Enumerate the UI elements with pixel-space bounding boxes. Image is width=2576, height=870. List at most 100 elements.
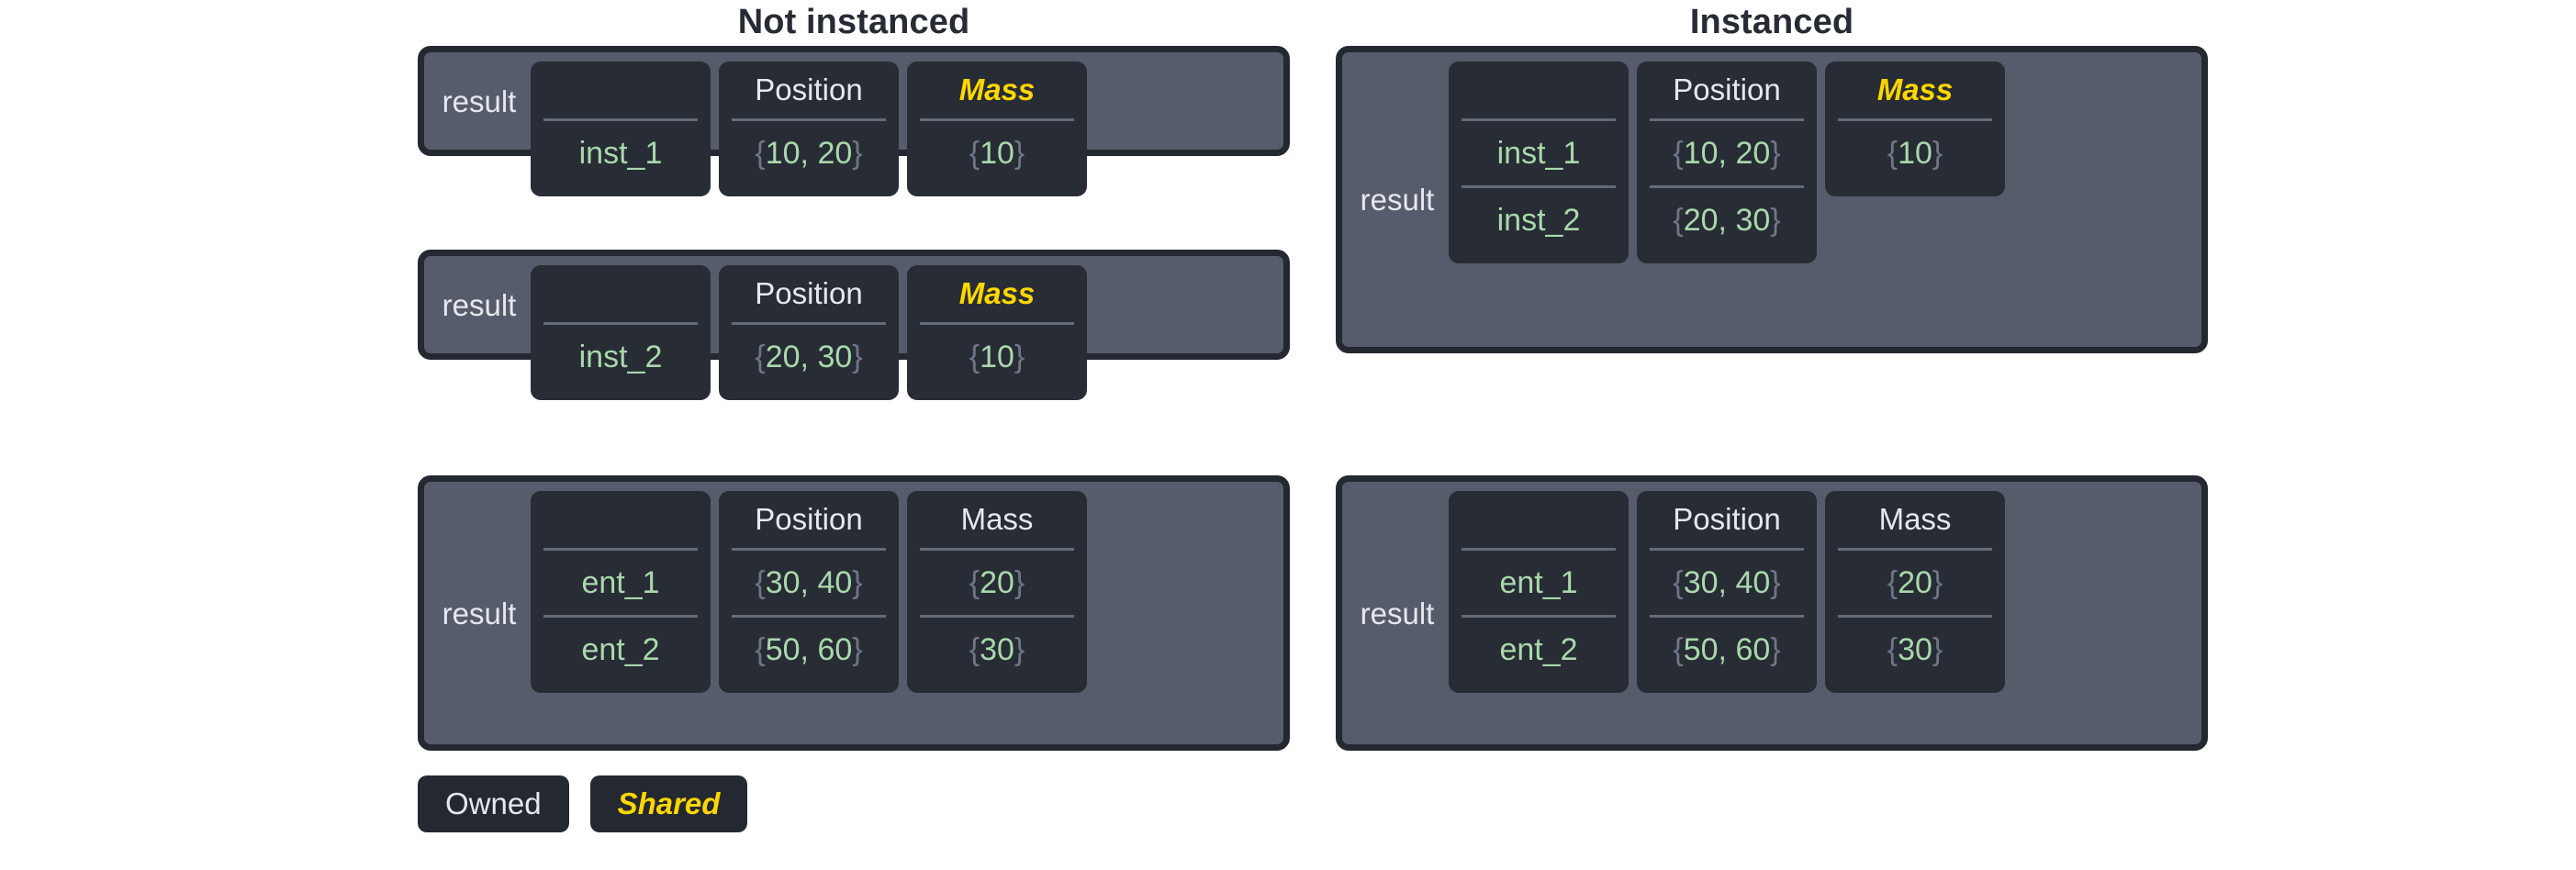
cell-name-text: ent_1 [1499,565,1578,600]
brace-open: { [1673,632,1684,667]
position-comma: , [1718,203,1727,238]
brace-close: } [1770,565,1781,600]
column-header-mass: Mass [960,502,1034,536]
brace-close: } [1770,632,1781,667]
brace-close: } [1770,203,1781,238]
cell-name-text: ent_2 [581,632,660,667]
column-header-mass: Mass [1876,72,1954,106]
column-card-name: ent_1 ent_2 [531,491,711,693]
cell-name-text: inst_2 [1496,203,1581,238]
column-card-position: Position {30, 40} {50, 60} [1637,491,1817,693]
cell-mass: {10} [920,118,1074,185]
cell-mass: {20} [1838,548,1992,615]
brace-open: { [755,632,766,667]
column-card-position: Position {20, 30} [719,265,899,400]
position-comma: , [1718,565,1727,600]
mass-value: 30 [980,632,1014,667]
position-comma: , [1718,136,1727,171]
position-x: 30 [1683,565,1719,600]
panel-not-instanced-inst1: result inst_1 Position {10, 20} Mass {10… [418,46,1290,196]
brace-close: } [1014,136,1025,171]
cell-position: {10, 20} [1650,118,1804,185]
brace-close: } [1014,565,1025,600]
cell-name-text: inst_1 [578,136,663,171]
column-header-name [1462,491,1616,548]
column-not-instanced: Not instanced [418,0,1290,42]
cell-mass: {30} [1838,615,1992,682]
brace-close: } [1014,632,1025,667]
position-y: 30 [1735,203,1771,238]
brace-close: } [852,136,863,171]
cell-position: {50, 60} [1650,615,1804,682]
column-header-position: Position [1673,502,1781,536]
brace-close: } [1932,632,1943,667]
cell-mass: {10} [1838,118,1992,185]
cell-position: {20, 30} [732,322,886,389]
column-header-mass: Mass [958,276,1036,310]
position-y: 30 [817,340,853,374]
result-label: result [442,84,517,118]
position-x: 20 [765,340,801,374]
cell-name: inst_2 [543,322,698,389]
result-label: result [1360,183,1435,217]
column-title-instanced: Instanced [1689,3,1854,41]
column-card-name: inst_1 [531,61,711,196]
column-header-name [543,61,698,118]
brace-open: { [969,632,980,667]
legend-chip-shared: Shared [589,775,748,832]
column-header-position: Position [1673,72,1781,106]
cell-name-text: inst_1 [1496,136,1581,171]
column-group: ent_1 ent_2 Position {30, 40} {50, 60} M… [1449,491,2192,693]
column-header-name [1462,61,1616,118]
position-comma: , [800,565,809,600]
cell-name-text: ent_2 [1499,632,1578,667]
column-header-position: Position [755,72,863,106]
brace-open: { [755,565,766,600]
cell-name: ent_2 [1462,615,1616,682]
position-y: 20 [817,136,853,171]
cell-name: ent_1 [1462,548,1616,615]
panel-not-instanced-entities: result ent_1 ent_2 Position {30, 40} {50… [418,475,1290,751]
column-group: inst_2 Position {20, 30} Mass {10} [531,265,1274,400]
cell-position: {30, 40} [1650,548,1804,615]
panel-not-instanced-inst2: result inst_2 Position {20, 30} Mass {10… [418,250,1290,400]
column-card-name: inst_2 [531,265,711,400]
column-header-name [543,491,698,548]
legend-chip-owned: Owned [418,775,569,832]
brace-open: { [969,565,980,600]
mass-value: 30 [1898,632,1932,667]
panel-instanced-instances: result inst_1 inst_2 Position {10, 20} {… [1336,46,2208,353]
position-x: 10 [765,136,801,171]
mass-value: 20 [980,565,1014,600]
column-card-mass: Mass {10} [907,61,1087,196]
column-title-not-instanced: Not instanced [737,3,970,41]
brace-open: { [969,136,980,171]
brace-close: } [1932,136,1943,171]
column-group: inst_1 Position {10, 20} Mass {10} [531,61,1274,196]
position-y: 40 [817,565,853,600]
position-comma: , [800,136,809,171]
cell-name: inst_1 [1462,118,1616,185]
mass-value: 10 [1898,136,1932,171]
mass-value: 20 [1898,565,1932,600]
cell-mass: {10} [920,322,1074,389]
cell-position: {30, 40} [732,548,886,615]
result-label: result [1360,596,1435,630]
column-card-mass-shared: Mass {10} [1825,61,2005,196]
brace-open: { [1887,565,1898,600]
cell-mass: {30} [920,615,1074,682]
mass-value: 10 [980,136,1014,171]
position-x: 50 [1683,632,1719,667]
column-card-mass: Mass {20} {30} [1825,491,2005,693]
brace-close: } [1770,136,1781,171]
column-card-mass: Mass {10} [907,265,1087,400]
column-card-position: Position {30, 40} {50, 60} [719,491,899,693]
column-header-mass: Mass [958,72,1036,106]
column-group: ent_1 ent_2 Position {30, 40} {50, 60} M… [531,491,1274,693]
legend: Owned Shared [418,775,748,832]
result-label: result [442,596,517,630]
position-y: 20 [1735,136,1771,171]
mass-value: 10 [980,340,1014,374]
brace-open: { [969,340,980,374]
column-header-mass: Mass [1878,502,1952,536]
